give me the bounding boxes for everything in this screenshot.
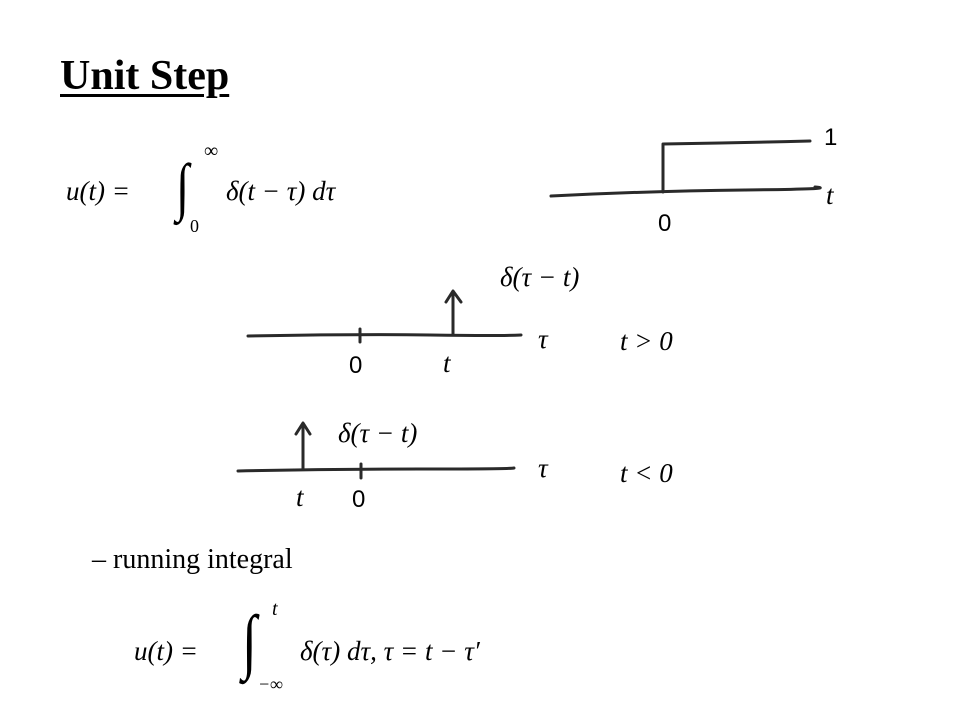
step-level-label: 1 [824,124,838,151]
eq2-lower-limit: −∞ [258,674,283,694]
impulse-sketch-t-negative [236,421,516,480]
impulse-position-label-positive: t [443,348,451,378]
eq2-integrand: δ(τ) dτ, τ = t − τ′ [300,636,480,666]
impulse-position-label-negative: t [296,482,304,512]
impulse-label-negative: δ(τ − t) [338,418,418,448]
step-rise-line [661,139,812,194]
impulse-label-positive: δ(τ − t) [500,262,580,292]
origin-label-positive: 0 [349,352,363,379]
condition-t-positive: t > 0 [620,326,673,356]
eq1-integral-sign: ∫ [176,151,190,222]
condition-t-negative: t < 0 [620,458,673,488]
bullet-running-integral: – running integral [92,544,293,576]
eq2-upper-limit: t [272,598,278,620]
tau-axis-label-positive: τ [538,324,548,354]
step-function-sketch [549,139,822,198]
impulse-arrowhead-positive [444,289,463,304]
eq2-integral-sign: ∫ [242,601,257,681]
bullet-dash: – [92,544,106,575]
step-axis-label: t [826,180,834,210]
eq1-lhs: u(t) = [66,176,130,206]
tau-axis-negative [236,466,516,473]
origin-label-negative: 0 [352,486,366,513]
eq1-lower-limit: 0 [190,216,199,236]
eq1-upper-limit: ∞ [204,140,219,162]
slide-title: Unit Step [60,53,230,99]
eq1-integrand: δ(t − τ) dτ [226,176,336,206]
tau-axis-positive [246,333,523,338]
impulse-sketch-t-positive [246,289,523,344]
step-origin-label: 0 [658,210,672,237]
step-axis-line [549,185,822,198]
tau-axis-label-negative: τ [538,453,548,483]
impulse-arrowhead-negative [294,421,312,436]
bullet-text: running integral [113,544,293,575]
eq2-lhs: u(t) = [134,636,198,666]
